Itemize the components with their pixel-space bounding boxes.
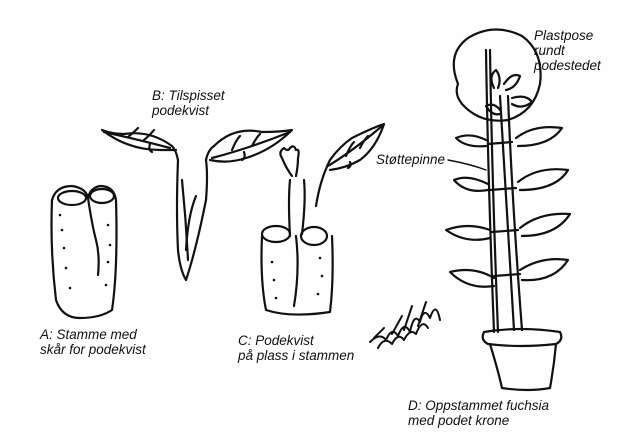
- figure-d-standard-fuchsia: [446, 29, 570, 390]
- label-c-line1: C: Podekvist: [238, 333, 354, 348]
- label-stottepinne: Støttepinne: [376, 152, 445, 167]
- label-a-line1: A: Stamme med: [40, 327, 146, 342]
- label-d-line1: D: Oppstammet fuchsia: [408, 398, 549, 413]
- label-plastpose-line2: rundt: [534, 43, 601, 58]
- label-b-line1: B: Tilspisset: [152, 88, 225, 103]
- pen-scribble: [370, 302, 440, 348]
- figure-c-grafted-stem: [262, 124, 385, 315]
- figure-b-scion: [102, 128, 292, 280]
- label-plastpose-line3: podestedet: [534, 58, 601, 73]
- label-c: C: Podekvist på plass i stammen: [238, 333, 354, 363]
- label-b-line2: podekvist: [152, 103, 225, 118]
- figure-a-split-stem: [52, 186, 117, 318]
- label-d-line2: med podet krone: [408, 413, 549, 428]
- label-d: D: Oppstammet fuchsia med podet krone: [408, 398, 549, 428]
- label-plastpose-line1: Plastpose: [534, 28, 601, 43]
- label-a: A: Stamme med skår for podekvist: [40, 327, 146, 357]
- label-b: B: Tilspisset podekvist: [152, 88, 225, 118]
- label-a-line2: skår for podekvist: [40, 342, 146, 357]
- stem-a-bark-dots: [59, 214, 112, 290]
- label-plastpose: Plastpose rundt podestedet: [534, 28, 601, 73]
- label-c-line2: på plass i stammen: [238, 348, 354, 363]
